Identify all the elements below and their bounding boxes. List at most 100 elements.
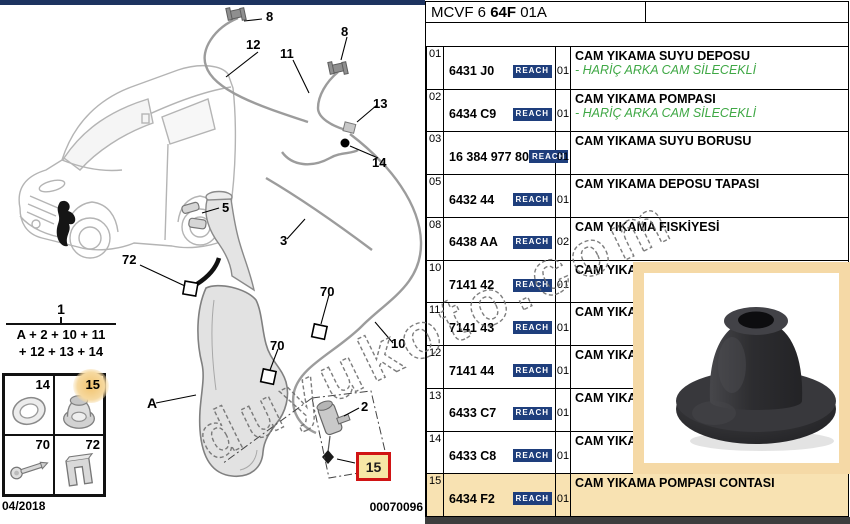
part-ref: 7141 43: [449, 320, 495, 335]
callout-A: A: [147, 395, 158, 411]
callout-14: 14: [372, 155, 387, 170]
table-row[interactable]: 02 6434 C9 REACH 01 CAM YIKAMA POMPASI- H…: [427, 89, 848, 133]
row-number: 12: [427, 346, 444, 388]
row-number: 05: [427, 175, 444, 217]
row-number: 02: [427, 89, 444, 132]
row-number: 14: [427, 431, 444, 474]
callout-15-highlight[interactable]: 15: [356, 452, 391, 481]
part-description: CAM YIKAMA DEPOSU TAPASI: [575, 177, 760, 192]
part-photo-popup[interactable]: [633, 262, 850, 474]
code-bold: 64F: [490, 3, 517, 21]
part-ref: 6433 C7: [449, 406, 497, 421]
part-note: - HARİÇ ARKA CAM SİLECEKLİ: [575, 63, 757, 77]
part-ref: 6434 F2: [449, 491, 495, 506]
part-ref: 6438 AA: [449, 235, 498, 250]
row-number: 01: [427, 47, 444, 89]
reach-badge[interactable]: REACH: [512, 321, 552, 335]
top-navy-bar: [0, 0, 425, 5]
qty: 01: [556, 388, 571, 431]
part-ref: 6432 44: [449, 192, 495, 207]
reach-badge[interactable]: REACH: [512, 449, 552, 463]
formula-line2: + 12 + 13 + 14: [18, 344, 104, 359]
reach-badge[interactable]: REACH: [512, 364, 552, 377]
reach-badge[interactable]: REACH: [512, 278, 552, 292]
callout-3: 3: [280, 233, 288, 248]
reach-badge[interactable]: REACH: [528, 150, 569, 164]
part-ref: 6431 J0: [449, 64, 495, 79]
clip-icon: [65, 452, 94, 487]
qty: 01: [556, 431, 571, 474]
qty: 01: [556, 346, 571, 388]
part-ref: 7141 42: [449, 278, 495, 293]
reach-badge[interactable]: REACH: [512, 107, 552, 121]
part-note: - HARİÇ ARKA CAM SİLECEKLİ: [575, 105, 757, 120]
table-bottom-bar: [425, 517, 850, 524]
part-description: CAM YIKAMA SUYU BORUSU: [575, 134, 752, 149]
table-row[interactable]: 05 6432 44 REACH 01 CAM YIKAMA DEPOSU TAP…: [427, 175, 848, 218]
qty: 01: [556, 47, 571, 89]
part-ref: 16 384 977 80: [449, 149, 529, 164]
part-ref: 6434 C9: [449, 107, 497, 122]
formula-brace: [6, 316, 116, 325]
thumb-label-15: 15: [85, 377, 100, 392]
part-description: CAM YIKAMA SUYU DEPOSU: [575, 49, 751, 63]
row-number: 03: [427, 132, 444, 175]
code-left: MCVF 6: [431, 3, 491, 21]
row-number: 10: [427, 260, 444, 303]
callout-13: 13: [373, 96, 388, 111]
row-number: 13: [427, 388, 444, 431]
reach-badge[interactable]: REACH: [512, 193, 552, 207]
qty: 01: [556, 474, 571, 517]
washer-ring-icon: [12, 396, 46, 426]
reach-badge[interactable]: REACH: [512, 492, 552, 506]
header-spacer: [425, 23, 849, 47]
callout-8b: 8: [341, 24, 349, 39]
callout-8a: 8: [266, 9, 274, 24]
callout-70a: 70: [320, 284, 335, 299]
callout-11: 11: [280, 46, 294, 61]
reach-badge[interactable]: REACH: [512, 235, 552, 249]
qty: 01: [556, 303, 571, 346]
thumb-label-72: 72: [85, 437, 100, 452]
formula-top: 1: [57, 301, 65, 317]
thumb-cell-14: 14: [4, 375, 54, 435]
formula-line1: A + 2 + 10 + 11: [16, 327, 106, 342]
reach-badge[interactable]: REACH: [512, 406, 552, 420]
qty: 01: [556, 89, 571, 132]
thumb-cell-70: 70: [4, 435, 54, 495]
thumb-cell-15[interactable]: 15: [54, 369, 109, 435]
code-right: 01A: [516, 3, 547, 21]
thumb-cell-72: 72: [54, 435, 104, 495]
part-description: CAM YIKAMA POMPASI: [575, 91, 716, 106]
diagram-panel: 8 12 11 8 13 14 5 3 72 70 70 10 2 A 15 1…: [0, 0, 425, 524]
qty: 01: [556, 175, 571, 217]
exploded-diagram-art: [18, 7, 423, 479]
header-divider: [645, 1, 646, 23]
part-description: CAM YIKAMA POMPASI CONTASI: [575, 476, 775, 491]
grommet-photo: [676, 307, 836, 451]
callout-10: 10: [391, 336, 406, 351]
callout-72: 72: [122, 252, 137, 267]
callout-70b: 70: [270, 338, 285, 353]
row-number: 11: [427, 303, 444, 346]
table-row-selected[interactable]: 15 6434 F2 REACH 01 CAM YIKAMA POMPASI CO…: [427, 474, 848, 518]
parts-thumbnail-grid: 14 15 70: [2, 369, 109, 497]
qty: 02: [556, 217, 571, 260]
thumb-label-70: 70: [35, 437, 50, 452]
rivet-icon: [10, 461, 49, 480]
revision-date: 04/2018: [2, 499, 46, 513]
assembly-formula: 1 A + 2 + 10 + 11 + 12 + 13 + 14: [4, 301, 118, 359]
part-ref: 6433 C8: [449, 448, 497, 463]
thumb-15-highlight: [73, 369, 109, 403]
row-number: 08: [427, 217, 444, 260]
doc-number: 00070096: [369, 500, 423, 514]
thumb-label-14: 14: [35, 377, 50, 392]
reach-badge[interactable]: REACH: [512, 64, 552, 78]
table-row[interactable]: 01 6431 J0 REACH 01 CAM YIKAMA SUYU DEPOS…: [427, 47, 848, 90]
row-number: 15: [427, 474, 444, 517]
part-ref: 7141 44: [449, 363, 495, 378]
grommet-icon: [62, 395, 96, 429]
qty: 01: [556, 260, 571, 303]
